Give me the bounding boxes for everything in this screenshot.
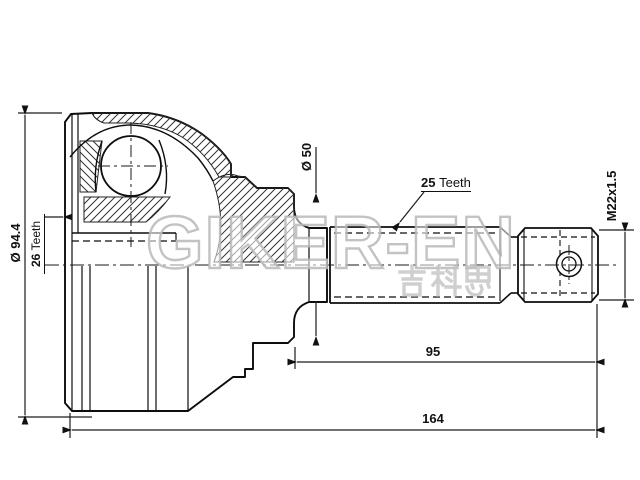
shaft-spline-unit: Teeth xyxy=(439,175,471,190)
cage-left-arc xyxy=(94,140,103,193)
label-spline-shaft-length: 95 xyxy=(425,344,441,359)
inner-race-hatch xyxy=(83,196,172,223)
inner-spline-unit: Teeth xyxy=(29,220,43,251)
watermark: GIKER-EN 吉科恩 xyxy=(145,200,516,297)
label-boot-groove-diameter: Ø 50 xyxy=(299,142,314,172)
race-track-arc xyxy=(69,124,214,182)
watermark-cjk-strokes xyxy=(398,264,492,297)
watermark-logo: GIKER-EN xyxy=(146,201,516,284)
label-overall-length: 164 xyxy=(422,411,444,426)
bell-housing-details xyxy=(71,113,189,411)
leader-shaft-spline xyxy=(391,191,425,232)
bell-housing-section-hatching xyxy=(79,112,295,263)
label-thread-spec: M22x1.5 xyxy=(604,170,619,222)
centerlines xyxy=(45,122,618,284)
outer-race-hatch xyxy=(91,112,232,178)
label-outer-diameter: Ø 94.4 xyxy=(8,223,23,263)
dimension-lines xyxy=(18,105,634,438)
interconnecting-shaft xyxy=(329,226,518,304)
label-shaft-spline-teeth: 25 Teeth xyxy=(421,176,471,192)
label-inner-spline-teeth: 26 Teeth xyxy=(29,214,45,274)
cage-right-arc xyxy=(158,139,168,195)
shaft-spline-count: 25 xyxy=(421,175,436,190)
inner-spline-count: 26 xyxy=(29,253,43,268)
back-wedge-hatch xyxy=(212,173,295,263)
